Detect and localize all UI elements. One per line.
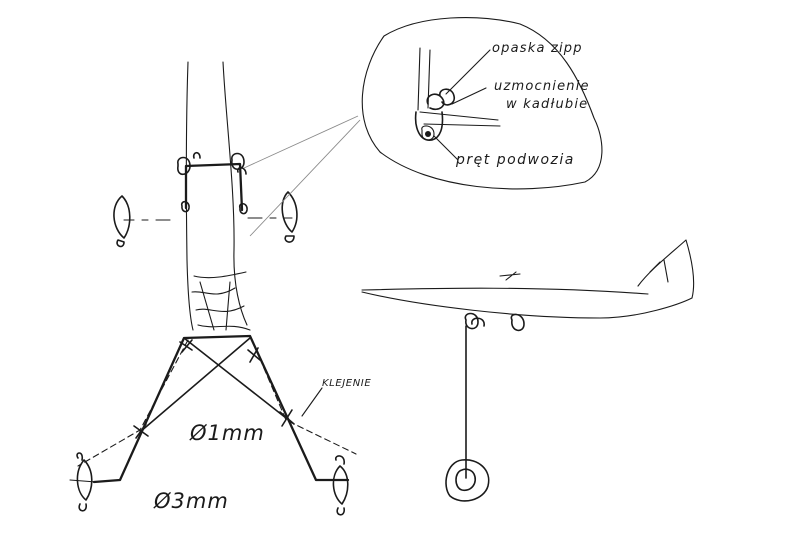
label-reinforcement-1: uzmocnienie [494,79,590,94]
side-mount-rear [510,313,525,332]
bottom-wheel-left [76,452,93,512]
crossing-rod-b [139,337,251,433]
mount-bolt-right [238,202,248,215]
detail-leader-line [243,115,359,169]
leader-rod [433,135,459,161]
gear-rod-section [425,131,431,137]
label-rod-thin: Ø1mm [189,421,265,445]
side-view [361,239,695,502]
small-wheel-right [281,191,298,243]
detail-callout [361,17,603,190]
detail-floor-line-2 [423,123,501,127]
side-wheel-inner [455,468,477,492]
label-rod-thick: Ø3mm [153,489,229,513]
mount-scribble-left [177,151,201,176]
gear-mount-bracket [184,162,244,212]
leader-zip-tie [445,49,491,95]
gear-leg-main [92,334,350,484]
detail-leader-line-2 [249,119,361,237]
mount-bolt-left [180,200,190,213]
glue-mark-2 [247,347,261,363]
tail-fin [637,239,695,299]
fuselage-bottom-line [361,291,693,319]
detail-fuselage-line-1 [417,47,421,111]
glue-mark-1 [179,339,193,353]
label-reinforcement-2: w kadłubie [506,97,588,112]
crossing-rod-a [183,337,287,419]
label-gear-rod: pręt podwozia [455,152,575,168]
mount-scribble-right [231,152,247,175]
bracing-dashed-left [77,339,189,467]
detail-floor-line-1 [419,111,499,121]
side-wheel-outer [445,459,490,502]
reinforcement-block [414,111,444,141]
front-view [69,61,361,516]
bracing-dashed-right [251,339,357,455]
detail-circle [361,17,603,190]
side-mount-front [464,312,485,330]
fuselage-left-edge [185,61,194,331]
fuselage-scribble [191,271,251,331]
leader-reinforcement [451,87,487,105]
fuselage-scribble-lines [499,271,521,281]
tail-fin-shade [649,259,669,283]
label-gluing: KLEJENIE [322,378,371,389]
zip-tie-loop [426,88,456,111]
small-wheel-left [113,195,131,248]
glue-mark-4 [279,409,295,427]
gear-rod-ring [421,125,435,141]
fuselage-top-line [361,287,649,295]
label-zip-tie: opaska zipp [492,41,583,56]
glue-mark-3 [133,423,149,439]
gluing-leader [301,387,323,417]
bottom-wheel-right [332,455,349,516]
fuselage-right-edge [222,61,248,326]
detail-fuselage-line-2 [427,49,431,109]
